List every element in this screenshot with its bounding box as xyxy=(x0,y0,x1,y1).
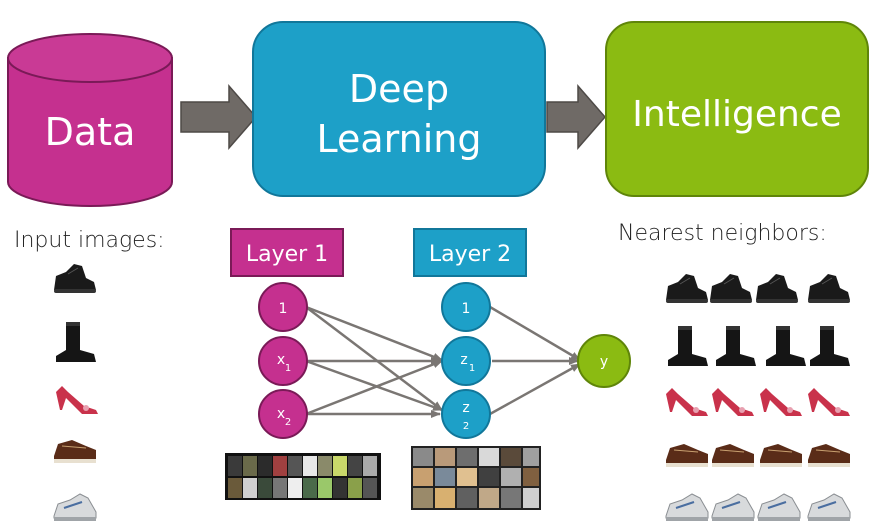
node-x1-sub: 1 xyxy=(285,363,291,374)
data-cylinder xyxy=(7,33,173,207)
node-x2-sub: 2 xyxy=(285,417,291,428)
node-x2-label: x xyxy=(277,406,285,422)
neighbor-row-runners xyxy=(665,493,851,522)
input-shoe-boat xyxy=(53,439,97,464)
node-l1-bias xyxy=(258,282,308,332)
node-z2 xyxy=(441,389,491,439)
node-x1-label: x xyxy=(277,352,285,368)
input-shoe-sneaker xyxy=(53,263,97,294)
deep-learning-line2: Learning xyxy=(317,117,482,161)
node-x2 xyxy=(258,389,308,439)
data-label: Data xyxy=(45,110,136,154)
layer2-filter-grid xyxy=(411,446,541,510)
layer1-label: Layer 1 xyxy=(246,242,328,267)
deep-learning-box xyxy=(252,21,546,197)
node-output-y xyxy=(577,334,631,388)
node-l2-bias-label: 1 xyxy=(462,301,471,317)
neighbor-row-heels xyxy=(666,388,850,416)
layer1-label-box xyxy=(230,228,344,277)
input-shoe-runner xyxy=(53,493,97,522)
node-z2-sub: 2 xyxy=(463,421,469,432)
node-l2-bias xyxy=(441,282,491,332)
intelligence-label: Intelligence xyxy=(632,94,841,135)
node-z1-label: z xyxy=(460,352,467,368)
node-z1-sub: 1 xyxy=(469,363,475,374)
deep-learning-line1: Deep xyxy=(349,67,449,111)
node-l1-bias-label: 1 xyxy=(279,301,288,317)
neighbor-row-boots xyxy=(668,326,850,366)
layer1-filter-grid xyxy=(225,453,381,500)
layer2-label-box xyxy=(413,228,527,277)
node-output-y-label: y xyxy=(600,354,608,370)
node-z2-label: z xyxy=(462,400,469,416)
arrow-data-to-dl-icon xyxy=(180,83,257,151)
input-images-caption: Input images: xyxy=(14,228,165,253)
node-x1 xyxy=(258,336,308,386)
network-edges xyxy=(305,305,581,418)
input-shoe-heel xyxy=(56,386,98,414)
layer2-label: Layer 2 xyxy=(429,242,511,267)
neighbor-row-sneakers xyxy=(665,273,851,304)
nearest-neighbors-caption: Nearest neighbors: xyxy=(618,221,827,246)
input-shoe-boot xyxy=(56,322,96,362)
arrow-dl-to-intelligence-icon xyxy=(546,83,606,151)
node-z1 xyxy=(441,336,491,386)
pipeline-diagram: Data Deep Learning Intelligence xyxy=(7,21,869,207)
intelligence-box xyxy=(605,21,869,197)
neighbor-row-boat-shoes xyxy=(665,443,851,468)
